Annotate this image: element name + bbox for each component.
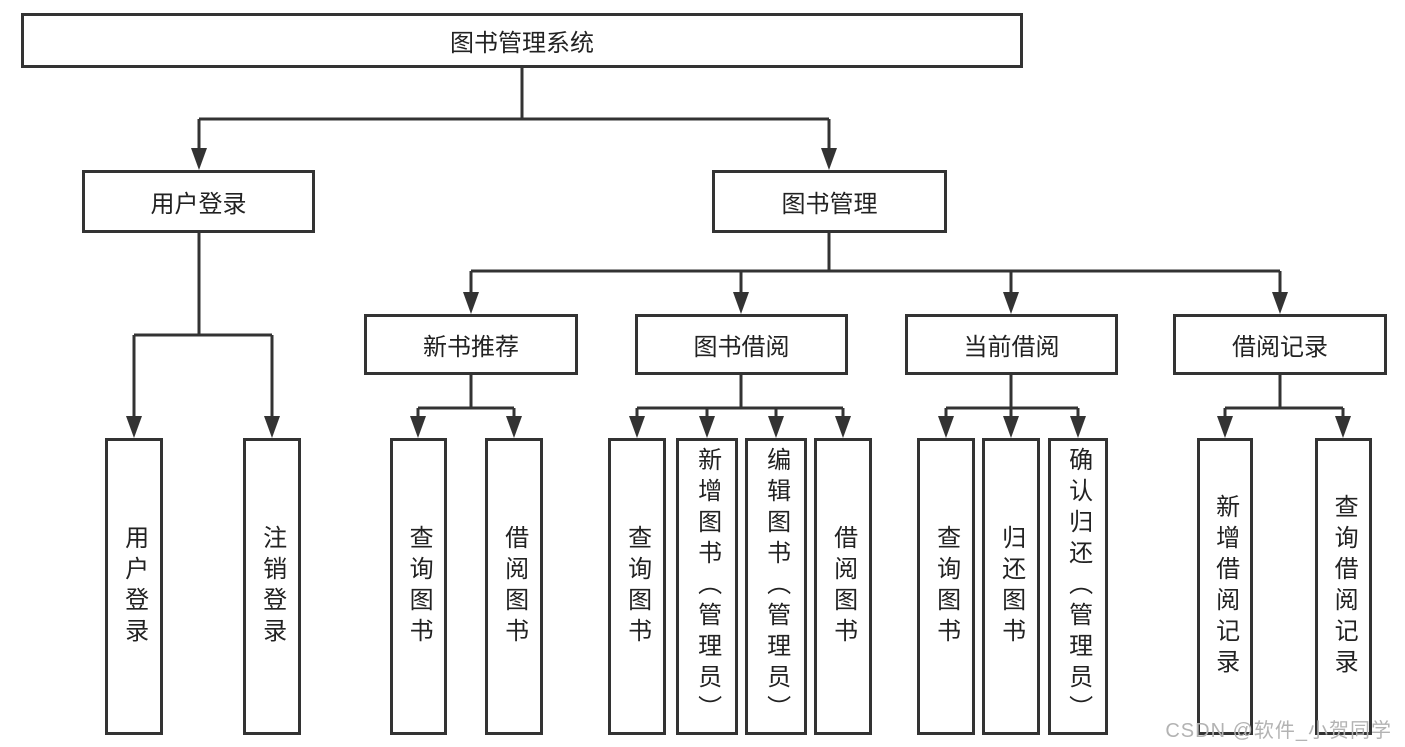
leaf-user-login: 用户登录 [105,438,163,735]
node-new-book-recommend: 新书推荐 [364,314,578,375]
node-borrow-records: 借阅记录 [1173,314,1387,375]
leaf-borrow-books: 借阅图书 [814,438,872,735]
arrowheads [126,148,1351,438]
leaf-add-borrow-record: 新增借阅记录 [1197,438,1253,735]
leaf-query-books-current: 查询图书 [917,438,975,735]
watermark: CSDN @软件_小贺同学 [1165,720,1392,742]
leaf-query-borrow-record: 查询借阅记录 [1315,438,1372,735]
leaf-borrow-books-recommend: 借阅图书 [485,438,543,735]
leaf-return-books: 归还图书 [982,438,1040,735]
node-current-borrow: 当前借阅 [905,314,1118,375]
leaf-confirm-return-admin: 确认归还（管理员） [1048,438,1108,735]
leaf-query-books-recommend: 查询图书 [390,438,447,735]
node-library-system: 图书管理系统 [21,13,1023,68]
leaf-logout: 注销登录 [243,438,301,735]
leaf-add-books-admin: 新增图书（管理员） [676,438,738,735]
leaf-query-books-borrow: 查询图书 [608,438,666,735]
node-book-borrow: 图书借阅 [635,314,848,375]
node-user-login: 用户登录 [82,170,315,233]
leaf-edit-books-admin: 编辑图书（管理员） [745,438,807,735]
node-book-management: 图书管理 [712,170,947,233]
